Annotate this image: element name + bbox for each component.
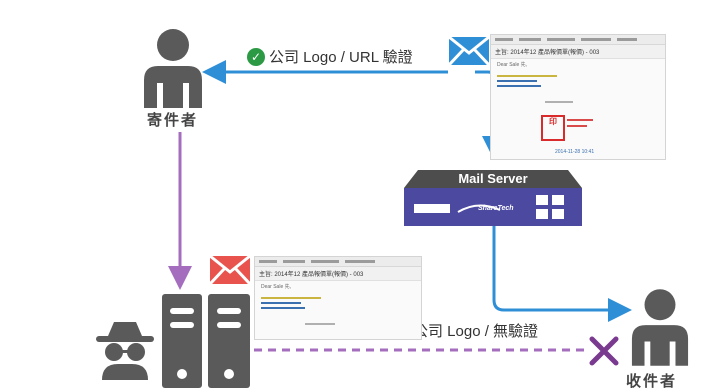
recipient-person-icon [631,289,689,366]
blocked-x-icon [589,336,619,366]
server-brand: ShareTech [478,205,514,212]
delivery-flow-arrow [492,226,632,322]
email-greeting: Dear Sale 先, [497,62,528,68]
email-toolbar [491,35,665,45]
email-subject: 主旨: 2014年12 產品報價單(報價) - 003 [255,267,421,281]
spoofed-email-preview: 主旨: 2014年12 產品報價單(報價) - 003 Dear Sale 先, [254,256,422,340]
email-greeting: Dear Sale 先, [261,284,292,290]
sender-label: 寄件者 [147,112,199,129]
email-subject: 主旨: 2014年12 產品報價單(報價) - 003 [491,45,665,59]
verified-email-preview: 主旨: 2014年12 產品報價單(報價) - 003 Dear Sale 先,… [490,34,666,160]
hacker-icon [96,322,154,380]
server-title: Mail Server [458,171,528,186]
verified-caption: ✓ 公司 Logo / URL 驗證 [247,46,413,67]
check-icon: ✓ [247,47,265,66]
envelope-icon [449,37,489,65]
email-toolbar [255,257,421,267]
verified-caption-text: 公司 Logo / URL 驗證 [269,49,413,66]
mail-server-icon [404,170,582,226]
unverified-caption-text: 無公司 Logo / 無驗證 [398,323,539,340]
spoof-server-icon [162,294,250,388]
sender-person-icon [144,29,202,108]
recipient-label: 收件者 [626,373,678,390]
signature-date: 2014-11-28 10:41 [555,149,595,155]
spoofed-envelope-icon [210,256,250,284]
company-seal-icon: 印 [541,115,565,141]
